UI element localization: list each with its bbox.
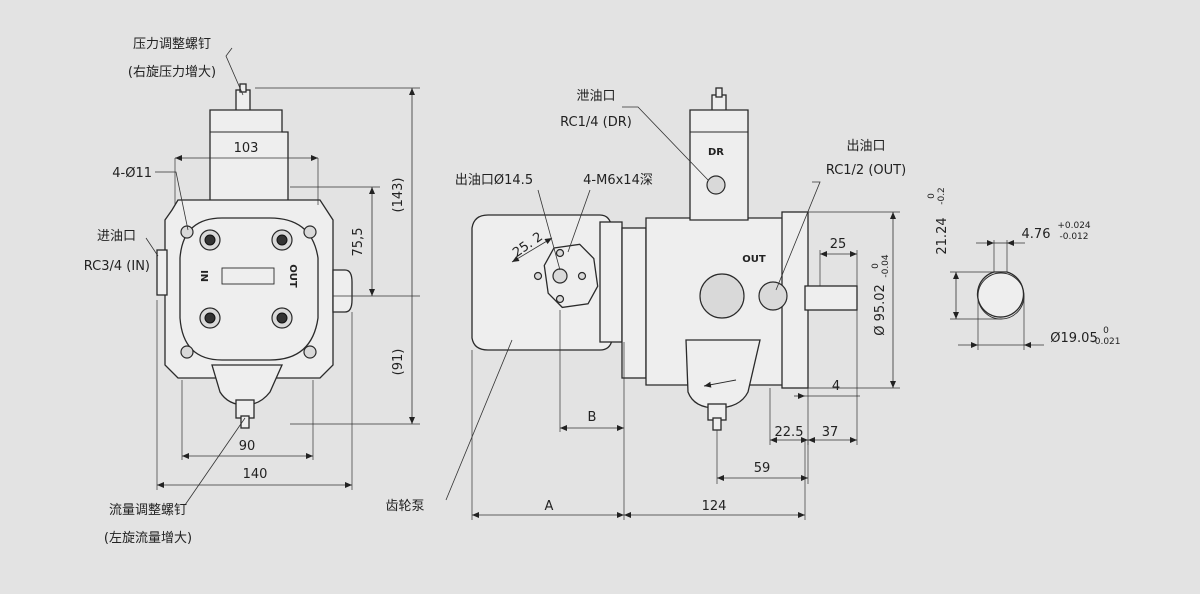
dim-140-text: 140 xyxy=(243,467,268,482)
pressure-screw xyxy=(235,89,251,113)
gear-outlet-label: 出油口Ø14.5 xyxy=(455,173,533,188)
dim-95-text: Ø 95.02 xyxy=(873,284,888,336)
shaft xyxy=(804,285,858,311)
in-mark: IN xyxy=(198,270,209,282)
bolt-bottom-left-head xyxy=(204,312,216,324)
out-side-mark: OUT xyxy=(742,254,766,265)
inlet-label: 进油口 xyxy=(97,229,136,244)
dim-37-text: 37 xyxy=(822,425,839,440)
dim-b-text: B xyxy=(588,410,597,425)
outlet-leader xyxy=(775,181,821,291)
flow-screw-note: (左旋流量增大) xyxy=(104,531,192,546)
gear-thread-label: 4-M6x14深 xyxy=(583,173,653,188)
dim-95-tol-low: -0.04 xyxy=(881,254,891,278)
shaft-section: 4.76 +0.024 -0.012 21.24 0 -0.2 Ø19.05 0… xyxy=(927,187,1121,350)
gear-pump-label: 齿轮泵 xyxy=(385,499,424,514)
gear-outlet-leader xyxy=(537,189,561,271)
gear-thread-1 xyxy=(555,248,565,258)
flow-screw-tip xyxy=(240,415,250,429)
lower-screw-tip xyxy=(712,417,722,431)
key-h-tol-low: -0.2 xyxy=(937,187,947,205)
dim-4-text: 4 xyxy=(832,379,840,394)
mount-hole-leader xyxy=(155,171,189,231)
dim-59-text: 59 xyxy=(754,461,771,476)
dim-143-text: (143) xyxy=(391,178,406,213)
gear-thread-3 xyxy=(533,271,543,281)
flow-screw-leader xyxy=(184,417,246,506)
side-view: DR OUT 25 Ø 95.02 0 -0.04 4 22.5 37 59 xyxy=(385,87,906,520)
dim-25-text: 25 xyxy=(830,237,847,252)
key-w-text: 4.76 xyxy=(1022,227,1051,242)
drain-spec: RC1/4 (DR) xyxy=(560,115,632,130)
rotation-arrow xyxy=(703,379,737,388)
drain-label: 泄油口 xyxy=(576,89,615,104)
flow-housing xyxy=(211,364,284,406)
shaft-d-tol-low: -0.021 xyxy=(1091,337,1120,347)
inlet-spec: RC3/4 (IN) xyxy=(84,259,150,274)
gear-port-hole xyxy=(552,268,568,284)
shaft-d-tol-up: 0 xyxy=(1103,326,1109,336)
bolt-top-right-head xyxy=(276,234,288,246)
bolt-top-left-head xyxy=(204,234,216,246)
flow-screw xyxy=(235,399,255,419)
side-boss xyxy=(332,269,353,313)
outlet-spec: RC1/2 (OUT) xyxy=(826,163,906,178)
flow-screw-label: 流量调整螺钉 xyxy=(109,503,187,518)
key-h-tol-up: 0 xyxy=(927,193,937,199)
drain-port xyxy=(706,175,726,195)
shaft-section-profile xyxy=(976,271,1025,318)
gear-thread-leader xyxy=(567,189,591,253)
pressure-screw-leader xyxy=(225,47,244,96)
top-screw-tip xyxy=(715,87,723,98)
key-w-tol-up: +0.024 xyxy=(1057,221,1091,231)
dim-90-text: 90 xyxy=(239,439,256,454)
outlet-label: 出油口 xyxy=(846,139,885,154)
key-w-tol-low: -0.012 xyxy=(1059,232,1088,242)
mount-hole-tr xyxy=(303,225,317,239)
dim-a-text: A xyxy=(545,499,554,514)
inlet-boss xyxy=(156,249,168,296)
dim-91-text: (91) xyxy=(391,349,406,376)
front-view: IN OUT 103 (143) 75,5 (91) 90 140 xyxy=(84,37,420,546)
outlet-port xyxy=(758,281,788,311)
gear-pump-leader xyxy=(445,339,513,501)
gear-thread-4 xyxy=(577,271,587,281)
mount-hole-tl xyxy=(180,225,194,239)
dim-75-text: 75,5 xyxy=(351,228,366,257)
coupling-block xyxy=(621,227,647,379)
out-mark: OUT xyxy=(287,264,298,288)
mount-hole-bl xyxy=(180,345,194,359)
gear-pump-spacer xyxy=(599,221,623,343)
pressure-screw-label: 压力调整螺钉 xyxy=(133,37,211,52)
lower-housing xyxy=(685,339,761,409)
pressure-screw-note: (右旋压力增大) xyxy=(128,65,216,80)
shaft-d-text: Ø19.05 xyxy=(1050,331,1097,346)
mount-hole-br xyxy=(303,345,317,359)
dim-103-text: 103 xyxy=(234,141,259,156)
dim-95-tol-up: 0 xyxy=(871,263,881,269)
drain-block xyxy=(689,109,749,221)
key-h-text: 21.24 xyxy=(935,217,950,254)
dr-mark: DR xyxy=(708,147,724,158)
drain-leader xyxy=(622,106,709,181)
dim-25-2-line xyxy=(511,237,553,263)
gear-thread-2 xyxy=(555,294,565,304)
mount-hole-label: 4-Ø11 xyxy=(112,166,152,181)
bolt-bottom-right-head xyxy=(276,312,288,324)
outlet-large xyxy=(699,273,745,319)
inlet-leader xyxy=(145,237,159,257)
dim-124-text: 124 xyxy=(702,499,727,514)
nameplate xyxy=(221,267,275,285)
dim-22-text: 22.5 xyxy=(775,425,804,440)
top-block xyxy=(209,109,289,206)
